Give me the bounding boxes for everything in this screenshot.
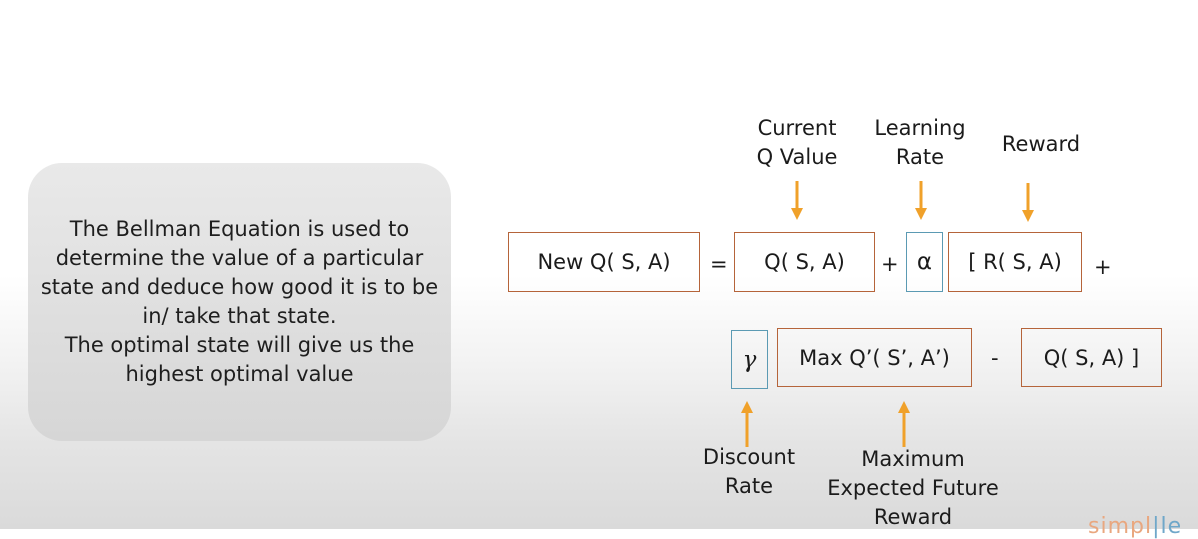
brand-logo-divider: | xyxy=(1152,514,1161,539)
arrow-up-max-expected xyxy=(898,401,910,447)
plus-sign-2: + xyxy=(1094,255,1112,279)
equals-sign: = xyxy=(710,252,728,276)
gamma-symbol: γ xyxy=(742,346,757,373)
label-reward-line1: Reward xyxy=(1001,132,1081,156)
current-q-text: Q( S, A) xyxy=(764,250,845,274)
new-q-text: New Q( S, A) xyxy=(537,250,671,274)
new-q-box: New Q( S, A) xyxy=(508,232,700,292)
minus-sign: - xyxy=(991,346,999,370)
label-discount-rate: Discount Rate xyxy=(703,443,795,501)
label-current-q-value: Current Q Value xyxy=(757,114,838,172)
label-learning-rate-line2: Rate xyxy=(895,145,945,169)
max-q-box: Max Q’( S’, A’) xyxy=(777,328,972,387)
last-q-text: Q( S, A) ] xyxy=(1043,345,1140,370)
reward-box: [ R( S, A) xyxy=(948,232,1082,292)
info-description: The Bellman Equation is used to determin… xyxy=(40,217,439,328)
last-q-box: Q( S, A) ] xyxy=(1021,328,1162,387)
brand-logo-left: simpl xyxy=(1088,514,1153,539)
info-card: The Bellman Equation is used to determin… xyxy=(28,163,451,441)
reward-text: [ R( S, A) xyxy=(968,250,1062,274)
label-max-expected-future-reward: Maximum Expected Future Reward xyxy=(827,445,999,532)
arrow-down-reward xyxy=(1022,183,1034,222)
alpha-symbol: α xyxy=(916,249,933,275)
plus-sign-1: + xyxy=(881,252,899,276)
label-current-q-value-line1: Current xyxy=(757,116,837,140)
arrow-down-learning-rate xyxy=(915,181,927,220)
label-current-q-value-line2: Q Value xyxy=(756,145,838,169)
label-learning-rate: Learning Rate xyxy=(874,114,965,172)
arrow-up-discount-rate xyxy=(741,401,753,447)
alpha-box: α xyxy=(906,232,943,292)
label-learning-rate-line1: Learning xyxy=(874,116,966,140)
brand-logo: simpl|le xyxy=(1088,514,1182,539)
label-max-line1: Maximum xyxy=(861,447,965,471)
current-q-box: Q( S, A) xyxy=(734,232,875,292)
label-max-line2: Expected Future xyxy=(827,476,999,500)
brand-logo-right: le xyxy=(1160,514,1183,539)
arrow-down-current-q xyxy=(791,181,803,220)
label-max-line3: Reward xyxy=(873,505,953,529)
max-q-text: Max Q’( S’, A’) xyxy=(799,345,950,370)
info-optimal-note: The optimal state will give us the highe… xyxy=(64,333,415,386)
label-reward: Reward xyxy=(1002,130,1080,159)
label-discount-rate-line1: Discount xyxy=(702,445,796,469)
gamma-box: γ xyxy=(731,330,768,389)
label-discount-rate-line2: Rate xyxy=(724,474,774,498)
